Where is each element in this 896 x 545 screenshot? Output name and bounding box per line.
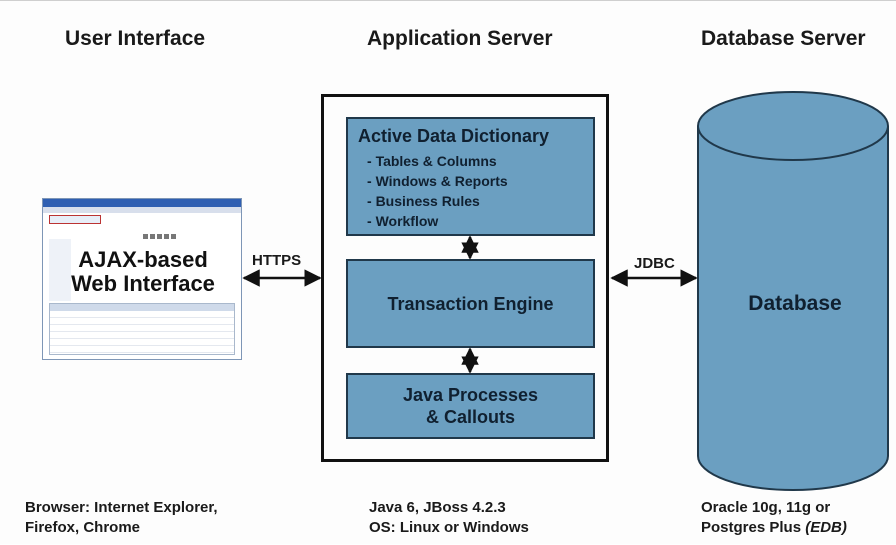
active-data-dictionary-box: Active Data Dictionary Tables & Columns …	[346, 117, 595, 236]
transaction-engine-label: Transaction Engine	[387, 293, 554, 314]
java-processes-line2: & Callouts	[425, 407, 515, 427]
footer-app-line1: Java 6, JBoss 4.2.3	[369, 499, 506, 516]
screenshot-toolbar	[43, 226, 241, 239]
footer-user-interface: Browser: Internet Explorer, Firefox, Chr…	[25, 498, 218, 538]
footer-application-server: Java 6, JBoss 4.2.3 OS: Linux or Windows	[369, 498, 529, 538]
jdbc-label: JDBC	[634, 255, 675, 272]
java-processes-line1: Java Processes	[402, 385, 539, 405]
https-label: HTTPS	[252, 252, 302, 269]
screenshot-logo	[49, 215, 101, 224]
footer-database-server: Oracle 10g, 11g or Postgres Plus (EDB)	[701, 498, 847, 538]
web-interface-label-line1: AJAX-based	[78, 247, 208, 272]
footer-ui-line1: Browser: Internet Explorer,	[25, 499, 218, 516]
dictionary-list: Tables & Columns Windows & Reports Busin…	[367, 151, 593, 231]
footer-db-line2-note: (EDB)	[805, 519, 847, 536]
java-processes-label: Java Processes & Callouts	[348, 384, 593, 428]
dictionary-item: Windows & Reports	[367, 171, 593, 191]
dictionary-item: Workflow	[367, 211, 593, 231]
database-cylinder-icon	[697, 91, 889, 491]
dictionary-item: Business Rules	[367, 191, 593, 211]
application-server-frame	[321, 94, 609, 462]
heading-database-server: Database Server	[701, 27, 866, 50]
footer-db-line1: Oracle 10g, 11g or	[701, 499, 831, 516]
dictionary-title: Active Data Dictionary	[358, 126, 550, 146]
footer-app-line2: OS: Linux or Windows	[369, 519, 529, 536]
dictionary-item: Tables & Columns	[367, 151, 593, 171]
heading-user-interface: User Interface	[65, 27, 206, 50]
java-processes-box: Java Processes & Callouts	[346, 373, 595, 439]
footer-db-line2: Postgres Plus (EDB)	[701, 518, 847, 538]
web-interface-screenshot: AJAX-based Web Interface	[42, 198, 242, 360]
database-label: Database	[748, 292, 842, 315]
web-interface-label-line2: Web Interface	[71, 271, 215, 296]
screenshot-title-bar	[43, 199, 241, 207]
footer-db-line2-text: Postgres Plus	[701, 519, 806, 536]
footer-ui-line2: Firefox, Chrome	[25, 519, 141, 536]
transaction-engine-box: Transaction Engine	[346, 259, 595, 348]
screenshot-menu-bar	[43, 207, 241, 213]
screenshot-side-panel	[49, 239, 71, 301]
web-interface-label: AJAX-based Web Interface	[43, 247, 241, 296]
screenshot-data-grid	[49, 303, 235, 355]
heading-application-server: Application Server	[367, 27, 553, 50]
